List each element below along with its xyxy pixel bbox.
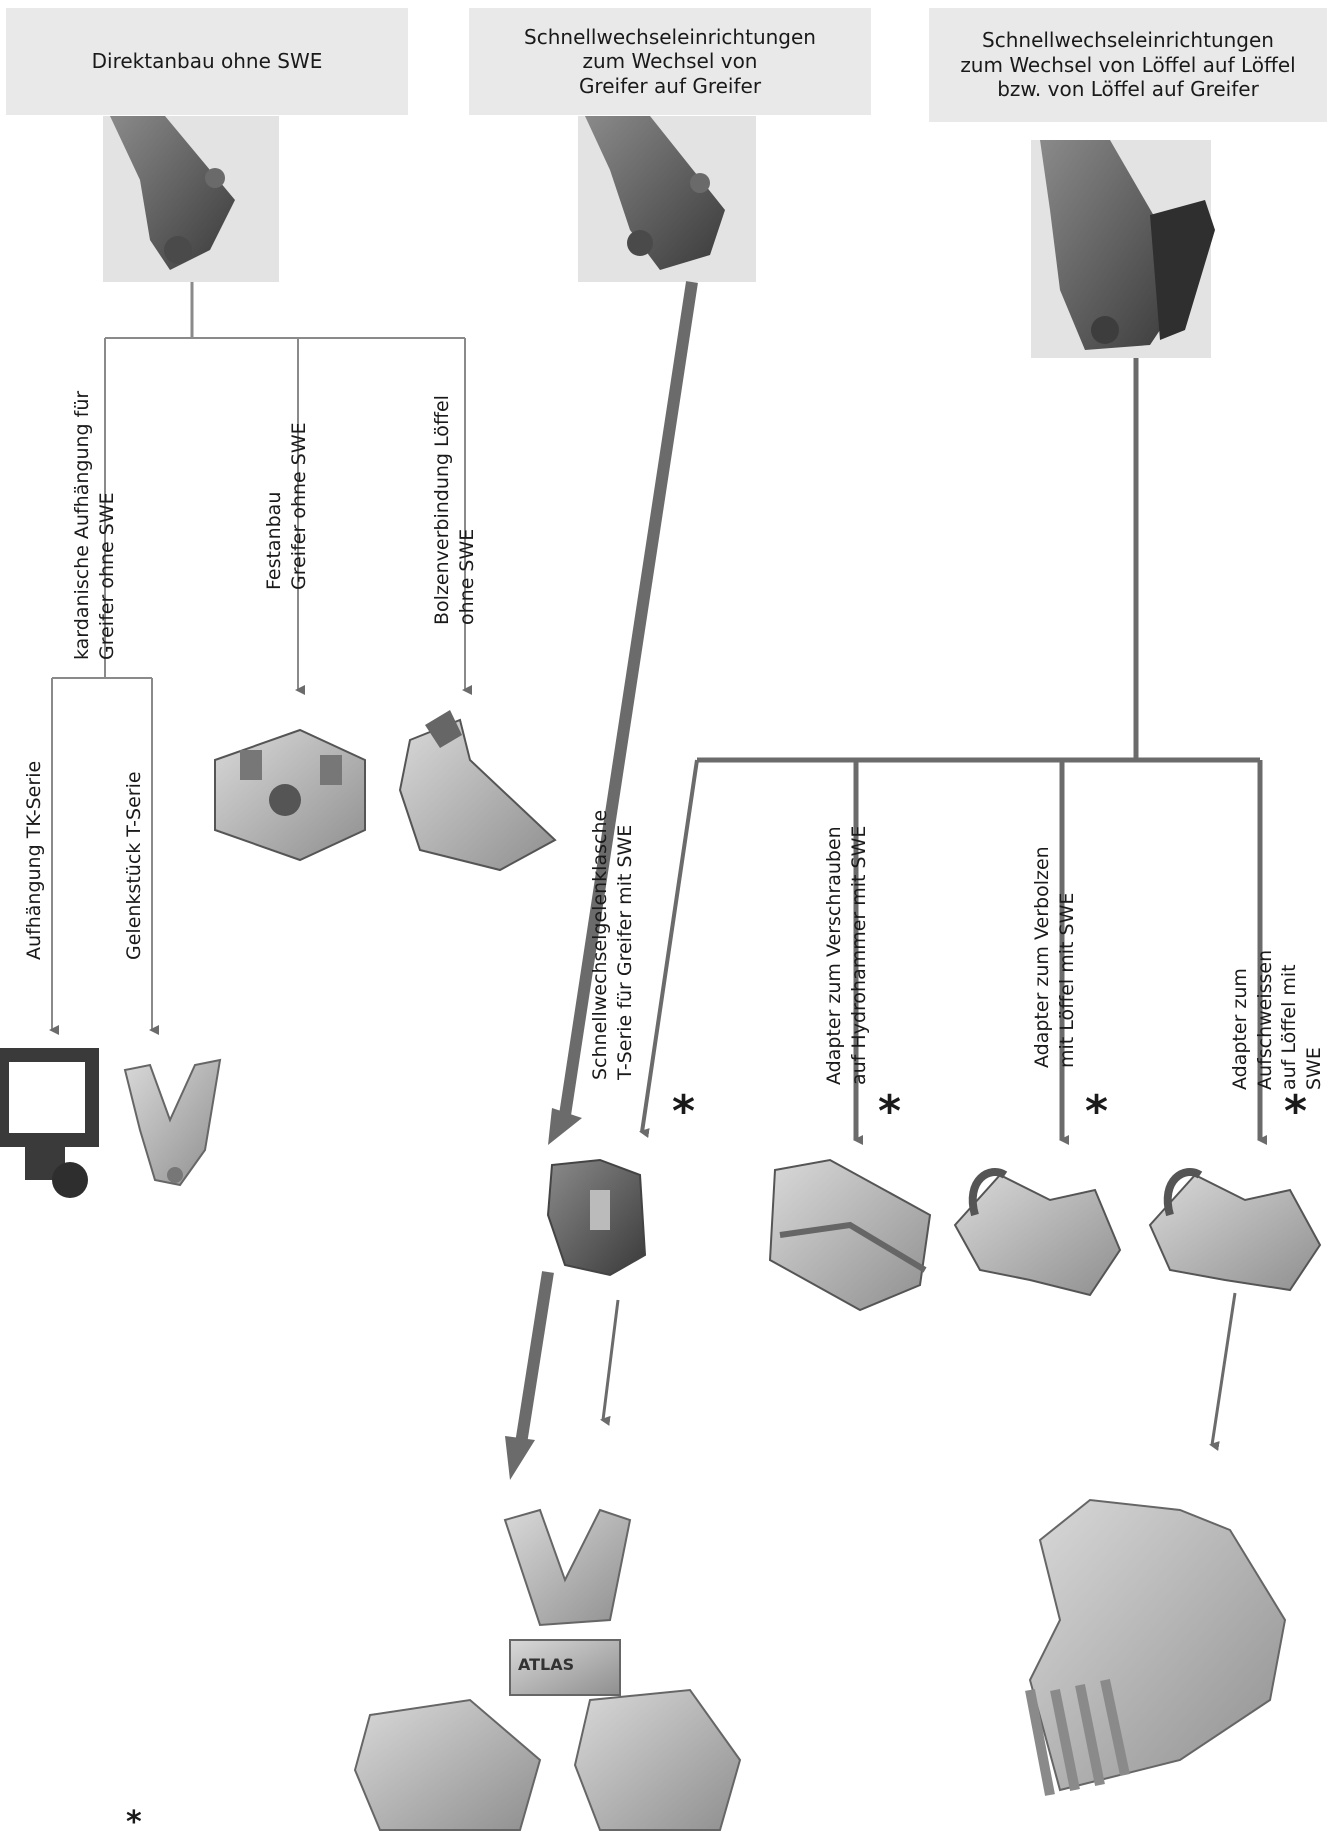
label-aufschweissen: Adapter zum Aufschweissen auf Löffel mit… [1229, 949, 1326, 1090]
asterisk-verschrauben: * [878, 1086, 902, 1137]
label-kardanisch: kardanische Aufhängung für Greifer ohne … [71, 390, 118, 660]
label-schnellwechsel: Schnellwechselgelenklasche T-Serie für G… [589, 809, 636, 1080]
aufschweissen-adapter-image [1148, 1167, 1322, 1292]
header-gripper-swap: Schnellwechseleinrichtungen zum Wechsel … [469, 8, 871, 115]
bucket-tool-image [1025, 1498, 1287, 1796]
t-serie-part-image [123, 1058, 222, 1187]
label-bolzen: Bolzenverbindung Löffel ohne SWE [431, 395, 478, 625]
asterisk-schnellwechsel: * [672, 1086, 696, 1137]
asterisk-aufschweissen: * [1284, 1086, 1308, 1137]
asterisk-verbolzen: * [1085, 1086, 1109, 1137]
grab-brand-text: ATLAS [518, 1655, 574, 1674]
grab-tool-image: ATLAS [353, 1508, 742, 1831]
festanbau-part-image [214, 728, 366, 862]
arm-photo-direct [103, 116, 279, 282]
label-verschrauben: Adapter zum Verschrauben auf Hydrohammer… [823, 825, 870, 1085]
verbolzen-adapter-image [953, 1167, 1122, 1297]
verschrauben-adapter-image [768, 1158, 932, 1312]
label-verbolzen: Adapter zum Verbolzen mit Löffel mit SWE [1031, 846, 1078, 1068]
asterisk-footnote: * [126, 1805, 142, 1831]
label-festanbau: Festanbau Greifer ohne SWE [263, 422, 310, 590]
label-tk-serie: Aufhängung TK-Serie [23, 760, 45, 960]
tk-serie-part-image [0, 1048, 99, 1198]
bolzen-bucket-image [398, 710, 557, 872]
arm-photo-gripper [578, 116, 756, 282]
header-direct: Direktanbau ohne SWE [6, 8, 408, 115]
header-bucket-swap: Schnellwechseleinrichtungen zum Wechsel … [929, 8, 1327, 122]
label-t-serie: Gelenkstück T-Serie [123, 771, 145, 960]
schnellwechsel-part-image [546, 1158, 647, 1277]
arm-photo-bucket [1031, 140, 1215, 358]
